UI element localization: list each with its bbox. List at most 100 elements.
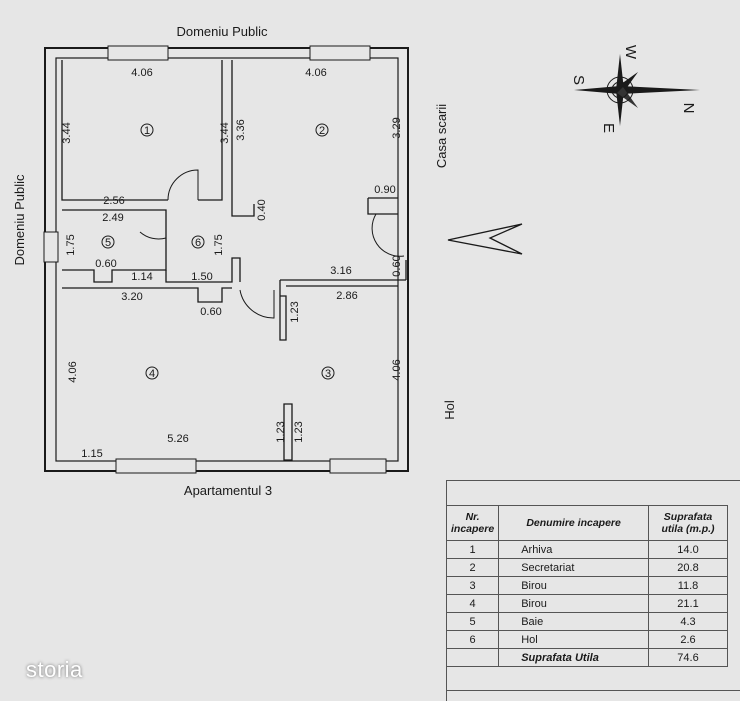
row-area: 2.6 (648, 630, 728, 649)
room-6-circle (191, 235, 205, 249)
label-top: Domeniu Public (176, 24, 268, 39)
wall-room2-right (367, 197, 398, 215)
total-value: 74.6 (648, 648, 728, 667)
dim-r5-bottom-a: 0.60 (95, 258, 116, 270)
wall-room1 (61, 60, 223, 201)
door-room2 (371, 213, 405, 257)
table-header-row: Nr. incapere Denumire incapere Suprafata… (445, 505, 728, 541)
dim-r1-top: 4.06 (131, 67, 152, 79)
door-room5 (139, 231, 167, 240)
row-name: Secretariat (498, 558, 649, 577)
door-room4 (239, 289, 275, 319)
row-nr: 6 (445, 630, 500, 649)
row-area: 14.0 (648, 540, 728, 559)
total-label: Suprafata Utila (498, 648, 649, 667)
table-row: 6 Hol 2.6 (445, 630, 728, 649)
dim-door-060: 0.60 (391, 255, 403, 276)
row-nr: 2 (445, 558, 500, 577)
room-table: Nr. incapere Denumire incapere Suprafata… (445, 505, 728, 667)
dim-r5-left: 1.75 (65, 234, 77, 255)
compass-w: W (622, 45, 639, 60)
label-left: Domeniu Public (12, 174, 27, 266)
compass-s: S (570, 75, 587, 85)
room-4-circle (145, 366, 159, 380)
dim-r2-left: 3.36 (235, 119, 247, 140)
dim-r5-top: 2.49 (102, 212, 123, 224)
dim-r4-mid-a: 1.23 (275, 421, 287, 442)
header-area: Suprafata utila (m.p.) (648, 505, 728, 541)
table-row: 5 Baie 4.3 (445, 612, 728, 631)
header-nr: Nr. incapere (445, 505, 500, 541)
dim-r1-right: 3.44 (219, 122, 231, 143)
window-top-left (107, 45, 169, 61)
dim-wall-040: 0.40 (256, 199, 268, 220)
dim-r1-left: 3.44 (61, 122, 73, 143)
window-top-right (309, 45, 371, 61)
table-bottom-line (446, 690, 740, 691)
dim-corr-top: 3.16 (330, 265, 351, 277)
door-room1 (167, 169, 199, 201)
window-bottom-left (115, 458, 197, 474)
dim-r2-top: 4.06 (305, 67, 326, 79)
room-3-number: 3 (325, 368, 331, 380)
dim-r1-bottom: 2.56 (103, 195, 124, 207)
dim-r3-right: 4.06 (391, 359, 403, 380)
room-6-number: 6 (195, 237, 201, 249)
room-2-number: 2 (319, 125, 325, 137)
row-area: 21.1 (648, 594, 728, 613)
row-name: Hol (498, 630, 649, 649)
dim-r4-bottom-left: 1.15 (81, 448, 102, 460)
compass-e: E (600, 123, 617, 133)
table-row: 4 Birou 21.1 (445, 594, 728, 613)
dim-r6-bottom: 1.50 (191, 271, 212, 283)
room-5-number: 5 (105, 237, 111, 249)
row-nr: 4 (445, 594, 500, 613)
total-spacer (445, 648, 500, 667)
row-name: Arhiva (498, 540, 649, 559)
dim-r2-right: 3.29 (391, 117, 403, 138)
wall-room3 (279, 279, 406, 341)
header-name: Denumire incapere (498, 505, 649, 541)
row-name: Baie (498, 612, 649, 631)
dim-r3-top: 2.86 (336, 290, 357, 302)
room-4-number: 4 (149, 368, 155, 380)
table-row: 1 Arhiva 14.0 (445, 540, 728, 559)
table-row: 3 Birou 11.8 (445, 576, 728, 595)
wall-corridor (62, 287, 232, 303)
row-area: 4.3 (648, 612, 728, 631)
dim-r5-bottom-b: 1.14 (131, 271, 152, 283)
table-row: 2 Secretariat 20.8 (445, 558, 728, 577)
wall-room4-mid (283, 403, 293, 461)
room-5-circle (101, 235, 115, 249)
dim-r2-right-wall: 0.90 (374, 184, 395, 196)
compass-icon (574, 54, 700, 126)
dim-r4-bottom: 5.26 (167, 433, 188, 445)
dim-r4-top: 3.20 (121, 291, 142, 303)
row-name: Birou (498, 594, 649, 613)
direction-arrow-icon (447, 223, 523, 255)
dim-r4-left: 4.06 (67, 361, 79, 382)
dim-r4-mid-b: 1.23 (293, 421, 305, 442)
compass-n: N (680, 103, 697, 114)
row-name: Birou (498, 576, 649, 595)
wall-room6 (165, 257, 241, 283)
dim-r6-height: 1.75 (213, 234, 225, 255)
row-area: 11.8 (648, 576, 728, 595)
row-nr: 1 (445, 540, 500, 559)
window-left (43, 231, 59, 263)
label-bottom: Apartamentul 3 (184, 483, 272, 498)
storia-watermark: storia (26, 657, 83, 682)
row-nr: 3 (445, 576, 500, 595)
row-nr: 5 (445, 612, 500, 631)
row-area: 20.8 (648, 558, 728, 577)
room-1-circle (140, 123, 154, 137)
room-1-number: 1 (144, 125, 150, 137)
label-right-top: Casa scarii (434, 104, 449, 168)
room-2-circle (315, 123, 329, 137)
label-right-bottom: Hol (442, 400, 457, 420)
window-bottom-right (329, 458, 387, 474)
room-3-circle (321, 366, 335, 380)
table-total-row: Suprafata Utila 74.6 (445, 648, 728, 667)
dim-r3-pillar: 1.23 (289, 301, 301, 322)
